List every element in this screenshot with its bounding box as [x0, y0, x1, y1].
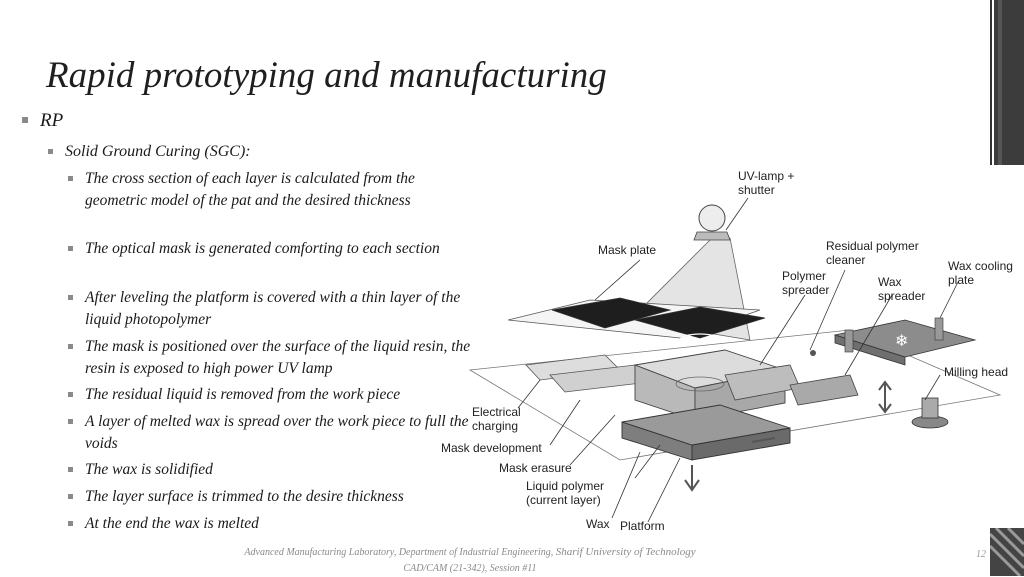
bullet-point: At the end the wax is melted — [68, 513, 478, 535]
bullet-text: Solid Ground Curing (SGC): — [65, 143, 251, 160]
footer-department: Advanced Manufacturing Laboratory, Depar… — [244, 547, 554, 558]
cooling-pipe-2 — [934, 317, 944, 341]
bullet-point: After leveling the platform is covered w… — [68, 287, 478, 331]
label-wax-cooling-2: plate — [948, 273, 974, 287]
bullet-point: The mask is positioned over the surface … — [68, 336, 478, 380]
sgc-process-diagram: ❄ UV-lamp + shutter Mask plate Residual … — [441, 169, 1013, 533]
bullet-text: A layer of melted wax is spread over the… — [85, 413, 469, 452]
label-liquid-polymer: Liquid polymer — [526, 479, 604, 493]
work-plane — [468, 329, 1002, 461]
bullet-square-icon — [68, 521, 73, 526]
label-electrical: Electrical — [472, 405, 521, 419]
bullet-text: The mask is positioned over the surface … — [85, 338, 471, 377]
page-number: 12 — [976, 549, 986, 560]
wax-spreader — [789, 374, 859, 406]
label-uv-lamp: UV-lamp + — [738, 169, 794, 183]
milling-spindle — [921, 397, 939, 419]
shutter-icon — [693, 231, 731, 241]
bullet-square-icon — [22, 117, 28, 123]
footer-line-1: Advanced Manufacturing Laboratory, Depar… — [200, 544, 740, 561]
label-liquid-polymer-2: (current layer) — [526, 493, 601, 507]
bullet-point: The layer surface is trimmed to the desi… — [68, 486, 478, 508]
snowflake-icon: ❄ — [895, 333, 908, 350]
label-mask-development: Mask development — [441, 441, 542, 455]
part-outline-icon — [675, 376, 725, 392]
bullet-square-icon — [68, 419, 73, 424]
label-residual-polymer-2: cleaner — [826, 253, 865, 267]
bullet-square-icon — [68, 295, 73, 300]
mask-black-1 — [551, 297, 672, 329]
bullet-point: A layer of melted wax is spread over the… — [68, 411, 478, 455]
bullet-square-icon — [48, 149, 53, 154]
bullet-square-icon — [68, 467, 73, 472]
bullet-text: The residual liquid is removed from the … — [85, 386, 401, 403]
cooling-pipe-1 — [844, 329, 854, 353]
bullet-level2: Solid Ground Curing (SGC): — [48, 143, 251, 161]
label-milling-head: Milling head — [944, 365, 1008, 379]
label-platform: Platform — [620, 519, 665, 533]
bullet-level1: RP — [22, 110, 63, 132]
vertical-arrow-icon — [878, 380, 892, 414]
bullet-text: At the end the wax is melted — [85, 515, 259, 532]
bullet-square-icon — [68, 494, 73, 499]
nozzle-icon — [810, 350, 816, 356]
label-electrical-2: charging — [472, 419, 518, 433]
footer-university: Sharif University of Technology — [555, 546, 696, 558]
label-wax-spreader-2: spreader — [878, 289, 925, 303]
label-polymer-spreader-2: spreader — [782, 283, 829, 297]
footer-course: CAD/CAM (21-342), Session #11 — [403, 563, 537, 574]
decor-bar-top — [990, 0, 1024, 165]
label-mask-erasure: Mask erasure — [499, 461, 572, 475]
bullet-text: The cross section of each layer is calcu… — [85, 170, 415, 209]
bullet-point: The wax is solidified — [68, 459, 478, 481]
bullet-square-icon — [68, 392, 73, 397]
uv-lamp-icon — [698, 204, 726, 232]
down-arrow-icon — [684, 465, 700, 492]
label-polymer-spreader: Polymer — [782, 269, 826, 283]
bullet-square-icon — [68, 246, 73, 251]
label-wax: Wax — [586, 517, 610, 531]
horizontal-arrow-icon — [751, 437, 776, 443]
label-mask-plate: Mask plate — [598, 243, 656, 257]
slide-title: Rapid prototyping and manufacturing — [46, 55, 607, 96]
label-wax-cooling: Wax cooling — [948, 259, 1013, 273]
label-wax-spreader: Wax — [878, 275, 902, 289]
bullet-square-icon — [68, 176, 73, 181]
bullet-text: The layer surface is trimmed to the desi… — [85, 488, 404, 505]
mask-black-2 — [634, 306, 766, 339]
platform-top — [621, 404, 791, 446]
label-residual-polymer: Residual polymer — [826, 239, 919, 253]
bullet-point: The optical mask is generated comforting… — [68, 238, 478, 260]
bullet-square-icon — [68, 344, 73, 349]
label-uv-lamp-2: shutter — [738, 183, 775, 197]
bullet-text: The optical mask is generated comforting… — [85, 240, 440, 257]
bullet-point: The cross section of each layer is calcu… — [68, 168, 478, 212]
bullet-text: After leveling the platform is covered w… — [85, 289, 461, 328]
leader-lines — [517, 197, 959, 523]
bullet-text: The wax is solidified — [85, 461, 213, 478]
bullet-text: RP — [40, 110, 64, 131]
decor-bar-bottom — [990, 528, 1024, 576]
bullet-point: The residual liquid is removed from the … — [68, 384, 478, 406]
slide-footer: Advanced Manufacturing Laboratory, Depar… — [200, 544, 740, 577]
